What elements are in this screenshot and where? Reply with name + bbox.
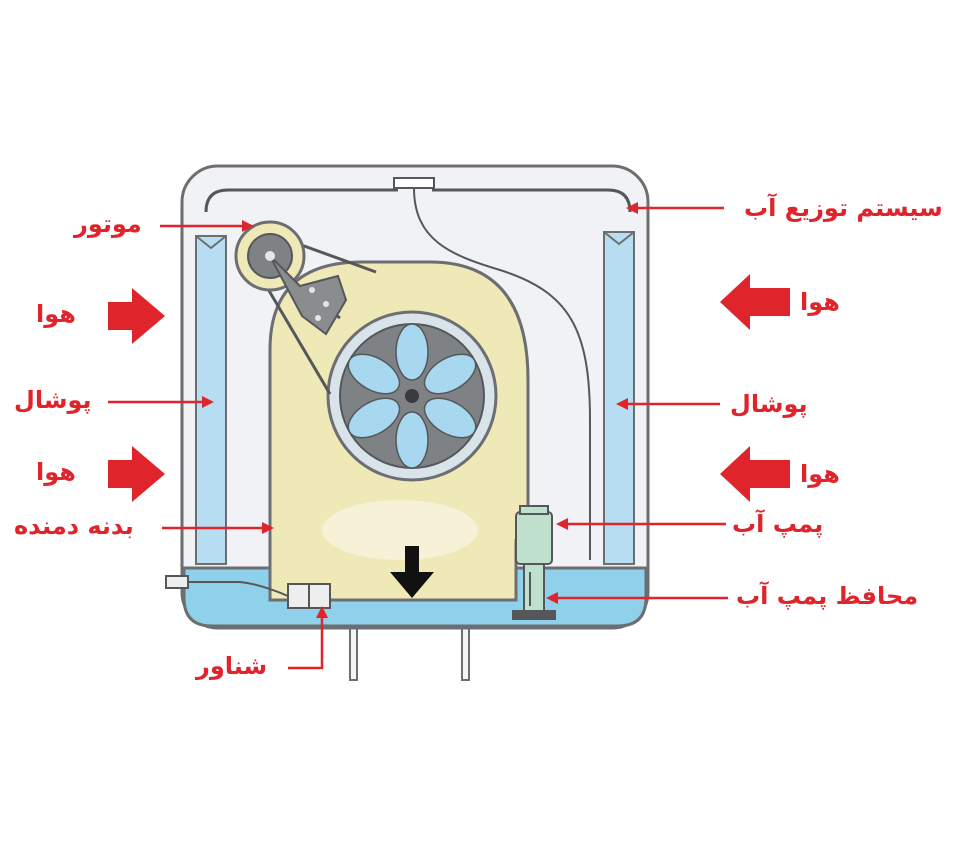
- label-water-distribution: سیستم توزیع آب: [744, 194, 943, 222]
- water-pump: [512, 505, 556, 620]
- pump-hose: [413, 187, 591, 560]
- motor: [234, 220, 348, 336]
- label-pump-guard: محافظ پمپ آب: [736, 582, 919, 610]
- fan-wheel: [326, 310, 498, 482]
- air-arrow-right-bottom: [720, 446, 790, 502]
- label-float: شناور: [196, 652, 268, 680]
- label-air-left-top: هوا: [36, 300, 76, 328]
- label-pad-left: پوشال: [14, 386, 92, 414]
- label-motor: موتور: [74, 210, 142, 238]
- label-air-right-top: هوا: [800, 288, 840, 316]
- airflow-down-arrow: [390, 546, 434, 598]
- label-blower-body: بدنه دمنده: [14, 512, 134, 540]
- label-air-right-bottom: هوا: [800, 460, 840, 488]
- pad-right: [603, 231, 635, 565]
- air-arrow-left-bottom: [108, 446, 165, 502]
- float-switch: [165, 575, 331, 609]
- distribution-valve: [393, 177, 435, 189]
- label-pad-right: پوشال: [730, 390, 808, 418]
- air-arrow-right-top: [720, 274, 790, 330]
- blower-outlet-blur: [322, 500, 478, 560]
- air-arrow-left-top: [108, 288, 165, 344]
- leader-lines: [108, 206, 728, 670]
- label-air-left-bottom: هوا: [36, 458, 76, 486]
- label-water-pump: پمپ آب: [732, 510, 824, 538]
- pad-left: [195, 235, 227, 565]
- leader-arrowheads: [202, 202, 638, 618]
